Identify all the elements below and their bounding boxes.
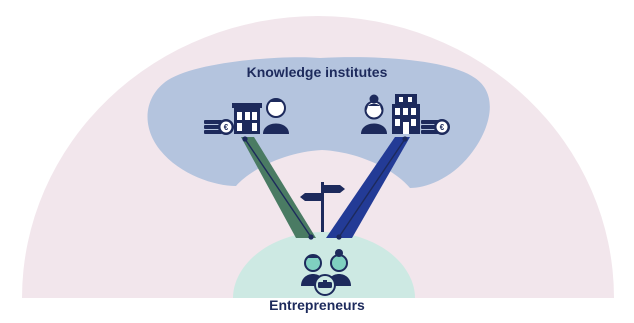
signpost-icon (300, 182, 345, 232)
knowledge-institutes-cloud (147, 57, 490, 188)
entrepreneurs-dome (233, 232, 415, 298)
left-beam-dot-top (242, 136, 248, 142)
left-beam-line (244, 138, 312, 238)
handshake-icon (314, 274, 336, 296)
researcher-icon-right (361, 94, 387, 134)
building-icon-right (392, 94, 420, 134)
right-beam-dot-top (402, 136, 408, 142)
right-beam-dot-bottom (336, 234, 342, 240)
left-beam-dot-bottom (308, 234, 314, 240)
euro-coins-icon: € (204, 119, 234, 135)
researcher-icon (263, 98, 289, 134)
building-icon (232, 103, 262, 134)
svg-text:€: € (224, 123, 229, 132)
knowledge-institutes-label: Knowledge institutes (246, 64, 388, 80)
entrepreneurs-label: Entrepreneurs (269, 297, 365, 313)
right-beam-line (338, 138, 406, 238)
svg-text:€: € (440, 123, 445, 132)
euro-coins-icon-right: € (421, 119, 450, 135)
